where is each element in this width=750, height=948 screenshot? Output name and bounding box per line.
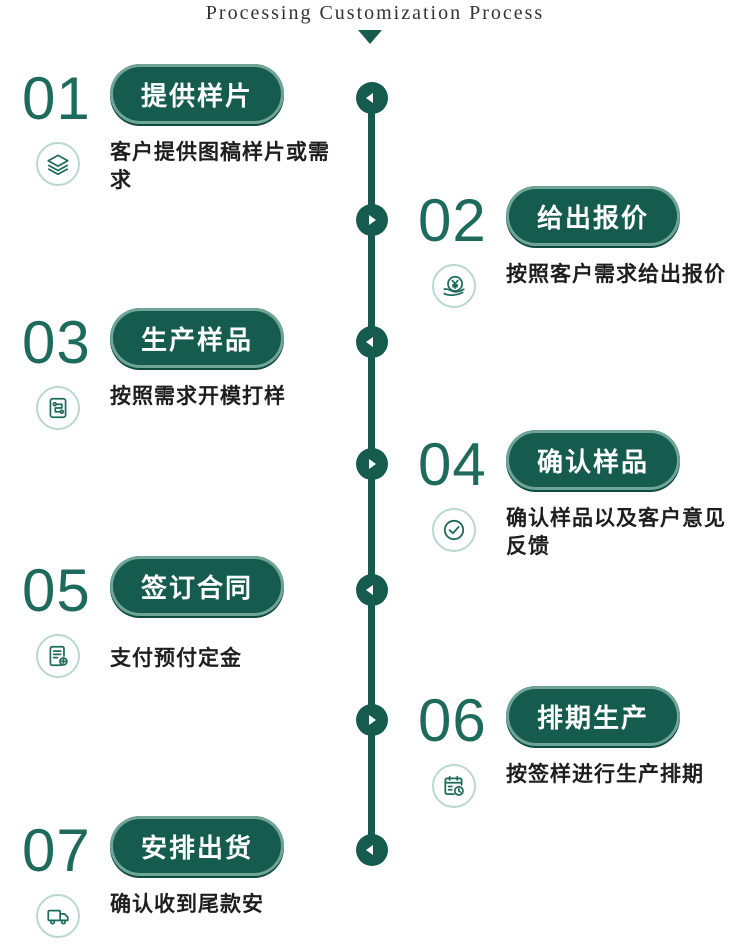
step-title-pill: 提供样片 xyxy=(110,64,284,124)
step-description: 支付预付定金 xyxy=(110,646,242,670)
step-description: 按照客户需求给出报价 xyxy=(506,262,726,286)
step-01: 01 提供样片 客户提供图稿样片或需求 xyxy=(22,64,352,196)
step-title-pill: 确认样品 xyxy=(506,430,680,490)
header-title: Processing Customization Process xyxy=(205,2,545,24)
timeline-node-2 xyxy=(356,204,388,236)
timeline-node-5 xyxy=(356,574,388,606)
step-title-pill: 签订合同 xyxy=(110,556,284,616)
step-07: 07 安排出货 确认收到尾款安 xyxy=(22,816,352,948)
layers-icon xyxy=(36,142,80,186)
step-number: 04 xyxy=(418,431,487,498)
header-arrow-icon xyxy=(358,30,382,44)
document-plus-icon xyxy=(36,634,80,678)
step-title-pill: 给出报价 xyxy=(506,186,680,246)
step-title-pill: 安排出货 xyxy=(110,816,284,876)
step-number: 05 xyxy=(22,557,91,624)
step-05: 05 签订合同 支付预付定金 xyxy=(22,556,352,688)
step-02: 02 给出报价 按照客户需求给出报价 xyxy=(418,186,748,318)
step-description: 按签样进行生产排期 xyxy=(506,762,704,786)
check-circle-icon xyxy=(432,508,476,552)
step-description: 客户提供图稿样片或需求 xyxy=(110,140,330,192)
step-03: 03 生产样品 按照需求开模打样 xyxy=(22,308,352,440)
timeline-node-1 xyxy=(356,82,388,114)
timeline-node-7 xyxy=(356,834,388,866)
step-number: 01 xyxy=(22,65,91,132)
step-04: 04 确认样品 确认样品以及客户意见反馈 xyxy=(418,430,748,562)
step-description: 确认收到尾款安 xyxy=(110,892,264,916)
calendar-clock-icon xyxy=(432,764,476,808)
timeline-node-6 xyxy=(356,704,388,736)
timeline-node-3 xyxy=(356,326,388,358)
step-title-pill: 排期生产 xyxy=(506,686,680,746)
timeline-node-4 xyxy=(356,448,388,480)
step-number: 03 xyxy=(22,309,91,376)
flow-card-icon xyxy=(36,386,80,430)
step-number: 06 xyxy=(418,687,487,754)
step-title-pill: 生产样品 xyxy=(110,308,284,368)
yen-hand-icon xyxy=(432,264,476,308)
step-description: 按照需求开模打样 xyxy=(110,384,286,408)
step-06: 06 排期生产 按签样进行生产排期 xyxy=(418,686,748,818)
shipping-icon xyxy=(36,894,80,938)
step-number: 02 xyxy=(418,187,487,254)
step-number: 07 xyxy=(22,817,91,884)
step-description: 确认样品以及客户意见反馈 xyxy=(506,506,726,558)
